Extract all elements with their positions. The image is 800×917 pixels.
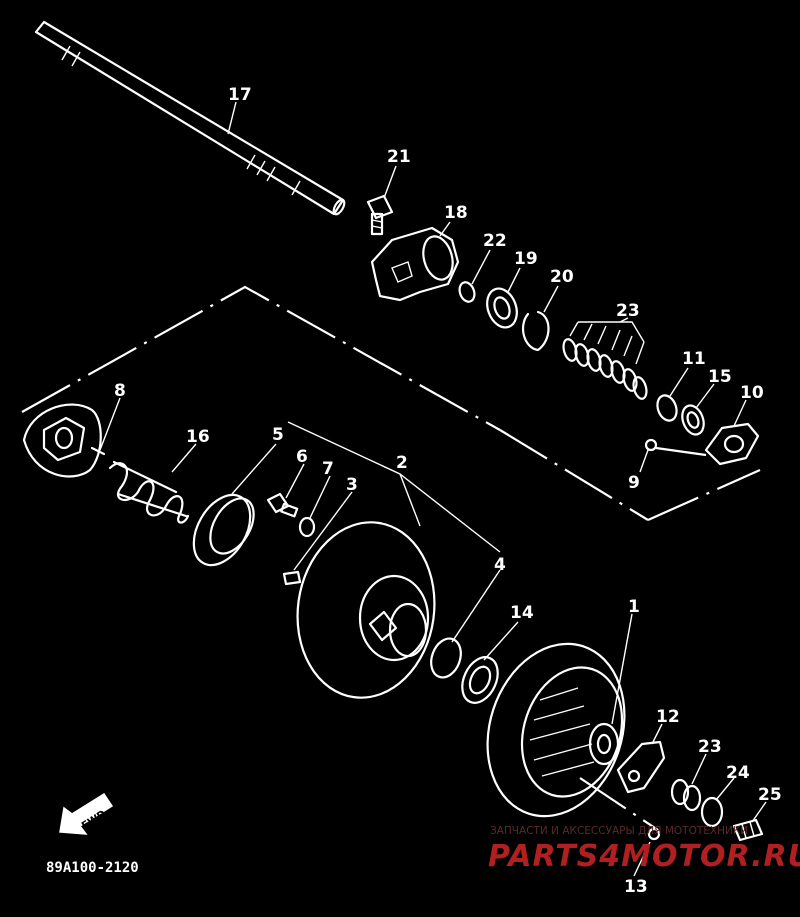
- callout-14: 14: [510, 603, 534, 623]
- part-20-circlip: [521, 310, 550, 352]
- callout-numbers: 17 21 18 22 19 20 23 11 15 10 9 8 16 5 6…: [114, 85, 782, 897]
- part-6-bolt: [266, 492, 299, 518]
- callout-18: 18: [444, 203, 468, 223]
- callout-21: 21: [387, 147, 411, 167]
- part-13-fastener: [647, 827, 661, 841]
- callout-13: 13: [624, 877, 648, 897]
- callout-2: 2: [396, 453, 408, 473]
- callout-15: 15: [708, 367, 732, 387]
- part-23-washer-set: [562, 321, 648, 400]
- part-1-fixed-sheave: [486, 642, 626, 818]
- part-14-seal: [461, 656, 499, 704]
- callout-19: 19: [514, 249, 538, 269]
- part-18-bracket: [370, 226, 460, 302]
- forward-arrow-icon: FWD: [59, 792, 114, 835]
- callout-5: 5: [272, 425, 284, 445]
- assembly-boundary: [21, 285, 761, 831]
- callout-7: 7: [322, 459, 334, 479]
- part-10-plate: [704, 422, 760, 466]
- callout-8: 8: [114, 381, 126, 401]
- part-7-nut: [298, 516, 316, 538]
- part-25-bolt: [732, 818, 764, 842]
- part-2-sheave: [296, 521, 436, 699]
- callout-6: 6: [296, 447, 308, 467]
- callout-11: 11: [682, 349, 706, 369]
- part-24-washer: [700, 796, 724, 828]
- callout-12: 12: [656, 707, 680, 727]
- part-17-shaft: [34, 20, 346, 216]
- part-21-bolt: [366, 194, 394, 236]
- callout-22: 22: [483, 231, 507, 251]
- callout-4: 4: [494, 555, 506, 575]
- part-11-washer: [656, 394, 678, 422]
- callout-23-lower: 23: [698, 737, 722, 757]
- callout-1: 1: [628, 597, 640, 617]
- part-19-bearing: [486, 287, 518, 329]
- callout-23-upper: 23: [616, 301, 640, 321]
- watermark-caption: ЗАПЧАСТИ И АКСЕССУАРЫ ДЛЯ МОТОТЕХНИКИ: [490, 825, 748, 837]
- callout-20: 20: [550, 267, 574, 287]
- callout-25: 25: [758, 785, 782, 805]
- part-4-ring: [430, 637, 462, 679]
- part-12-arm: [616, 740, 666, 794]
- callout-9: 9: [628, 473, 640, 493]
- part-3-pin: [282, 570, 302, 586]
- part-16-spring: [108, 460, 190, 524]
- watermark-brand: PARTS4MOTOR.RU: [488, 839, 800, 874]
- callout-3: 3: [346, 475, 358, 495]
- callout-24: 24: [726, 763, 750, 783]
- diagram-code: 89A100-2120: [46, 860, 139, 876]
- part-9-fastener: [644, 438, 707, 457]
- callout-16: 16: [186, 427, 210, 447]
- part-8-cap: [22, 403, 106, 478]
- callout-17: 17: [228, 85, 252, 105]
- leader-lines: [99, 101, 767, 877]
- part-23-washers-lower: [670, 778, 702, 812]
- callout-10: 10: [740, 383, 764, 403]
- part-22-ring: [458, 281, 476, 303]
- part-5-ring: [192, 493, 255, 567]
- part-15-seal: [681, 404, 705, 436]
